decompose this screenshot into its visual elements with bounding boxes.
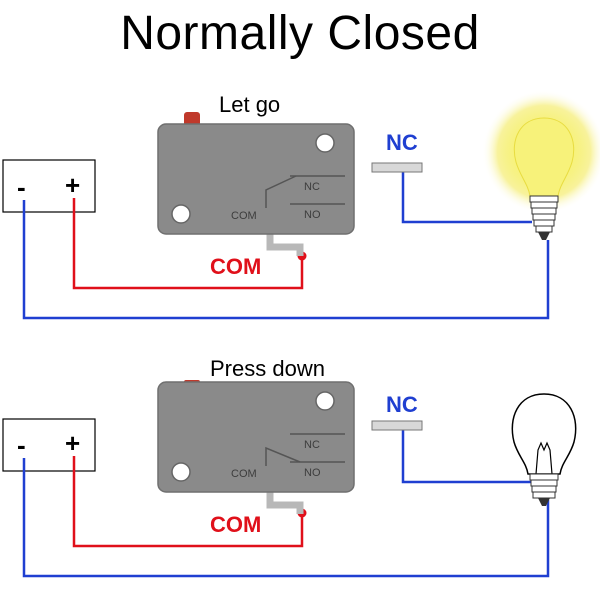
- nc-label: NC: [386, 392, 418, 417]
- panel-let-go: NC NO COM: [2, 90, 600, 320]
- microswitch: NC NO COM: [157, 112, 423, 256]
- battery-minus: -: [17, 430, 26, 460]
- com-wire: [72, 456, 304, 548]
- com-wire: [72, 198, 304, 290]
- lamp-off: [511, 393, 577, 506]
- com-terminal: [266, 233, 304, 256]
- switch-no-text: NO: [304, 467, 321, 479]
- microswitch: NC NO COM: [157, 380, 423, 514]
- nc-label: NC: [386, 130, 418, 155]
- com-terminal: [266, 490, 304, 514]
- return-wire: [22, 458, 550, 578]
- switch-body: [157, 123, 355, 235]
- com-label: COM: [210, 512, 262, 537]
- mount-hole-top: [315, 391, 335, 411]
- switch-nc-text: NC: [304, 439, 320, 451]
- mount-hole-bottom: [171, 462, 191, 482]
- nc-wire: [401, 168, 532, 224]
- battery-plus: +: [65, 170, 81, 200]
- nc-terminal: [371, 420, 423, 431]
- bulb-filament: [535, 441, 553, 475]
- lamp-on: [482, 90, 600, 240]
- mount-hole-bottom: [171, 204, 191, 224]
- switch-com-text: COM: [231, 468, 257, 480]
- return-wire: [22, 200, 550, 320]
- com-label: COM: [210, 254, 262, 279]
- bulb-tip: [538, 498, 550, 506]
- mount-hole-top: [315, 133, 335, 153]
- battery-plus: +: [65, 428, 81, 458]
- actuator-button: [184, 112, 200, 126]
- battery-box: [2, 418, 96, 472]
- battery-box: [2, 159, 96, 213]
- switch-nc-text: NC: [304, 181, 320, 193]
- panel-press-down: NC NO COM: [2, 380, 577, 578]
- switch-no-text: NO: [304, 209, 321, 221]
- nc-terminal: [371, 162, 423, 173]
- bulb-tip: [538, 232, 550, 240]
- switch-com-text: COM: [231, 210, 257, 222]
- state-label-let-go: Let go: [219, 92, 281, 117]
- diagram-title: Normally Closed: [120, 7, 480, 60]
- bulb-glass: [511, 393, 577, 475]
- battery-minus: -: [17, 172, 26, 202]
- switch-body: [157, 381, 355, 493]
- nc-wire: [401, 426, 532, 484]
- state-label-press-down: Press down: [210, 356, 325, 381]
